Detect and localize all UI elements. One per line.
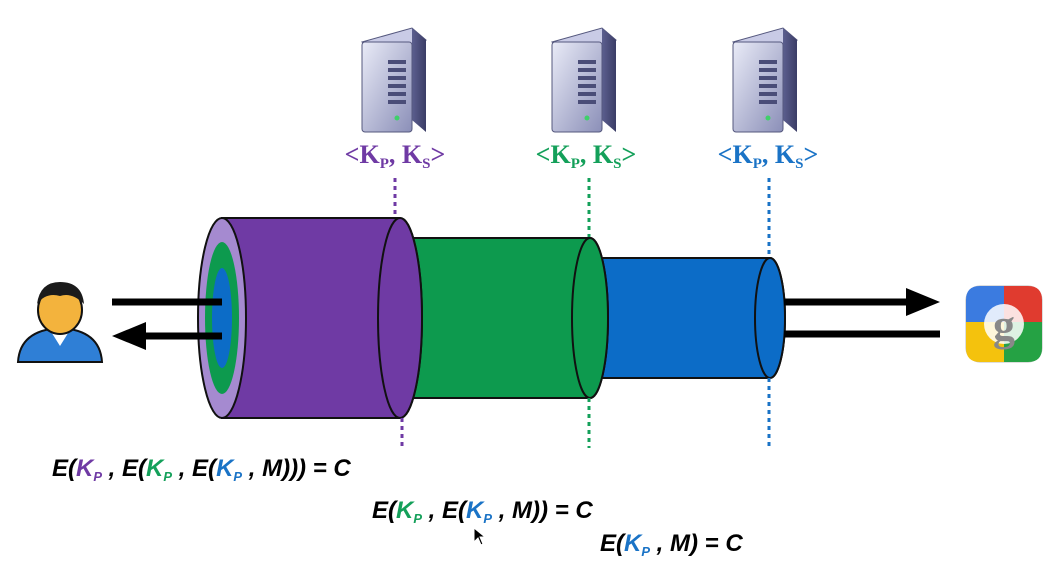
formula-middle-key-1-letter: K	[396, 497, 414, 524]
google-logo-icon: g	[965, 285, 1043, 363]
server-icon-2	[551, 27, 617, 133]
relay-2-sep: ,	[579, 140, 593, 169]
relay-1-key-text: <KP, KS>	[344, 140, 446, 172]
formula-middle-text-1: E(	[372, 497, 396, 524]
relay-3-sep: ,	[761, 140, 775, 169]
relay-2-open: <	[535, 140, 551, 169]
relay-1-keys: <KP, KS>	[330, 140, 460, 173]
formula-inner-text-1: E(	[600, 530, 624, 557]
formula-inner-key-1-sub: P	[641, 544, 651, 559]
relay-2-keys: <KP, KS>	[521, 140, 651, 173]
relay-3-pub-letter: K	[732, 140, 753, 169]
svg-text:g: g	[993, 301, 1015, 350]
arrow-head-left-icon	[112, 322, 146, 350]
formula-outer-text-3: , E(	[172, 455, 217, 482]
formula-outer-key-3-letter: K	[216, 455, 234, 482]
relay-1-sec-sub: S	[422, 156, 431, 172]
formula-outer-key-2: KP	[146, 455, 173, 484]
formula-middle-text-3: , M)) = C	[492, 497, 593, 524]
relay-1-close: >	[430, 140, 446, 169]
relay-2-close: >	[621, 140, 637, 169]
formula-middle-key-1: KP	[396, 497, 423, 526]
relay-3-sec-sub: S	[795, 156, 804, 172]
purple-layer	[197, 217, 423, 419]
relay-1-pub-letter: K	[359, 140, 380, 169]
formula-outer-text-1: E(	[52, 455, 76, 482]
relay-1-sec-letter: K	[401, 140, 423, 169]
formula-outer-key-1-sub: P	[93, 469, 103, 484]
formula-middle-key-2-sub: P	[483, 511, 493, 526]
formula-inner-key-1: KP	[624, 530, 651, 559]
formula-outer-key-1: KP	[76, 455, 103, 484]
formula-middle-key-2-letter: K	[466, 497, 484, 524]
formula-outer-key-1-letter: K	[76, 455, 94, 482]
relay-2-sec-letter: K	[592, 140, 614, 169]
formula-outer-key-3-sub: P	[233, 469, 243, 484]
formula-inner: E(KP , M) = C	[600, 530, 743, 559]
formula-inner-text-2: , M) = C	[650, 530, 743, 557]
formula-outer-text-4: , M))) = C	[242, 455, 351, 482]
server-icon-3	[732, 27, 798, 133]
relay-1-sep: ,	[388, 140, 402, 169]
relay-3-open: <	[717, 140, 733, 169]
relay-2-pub-sub: P	[570, 156, 580, 172]
arrow-head-right-icon	[906, 288, 940, 316]
relay-1-open: <	[344, 140, 360, 169]
relay-3-close: >	[803, 140, 819, 169]
relay-3-pub-sub: P	[752, 156, 762, 172]
relay-3-key-text: <KP, KS>	[717, 140, 819, 172]
formula-middle: E(KP , E(KP , M)) = C	[372, 497, 593, 526]
blue-layer	[589, 257, 786, 379]
relay-2-key-text: <KP, KS>	[535, 140, 637, 172]
right-arrows	[784, 288, 940, 338]
formula-outer-text-2: , E(	[102, 455, 147, 482]
left-arrows	[112, 298, 222, 350]
green-layer	[404, 237, 609, 399]
formula-outer-key-2-sub: P	[163, 469, 173, 484]
formula-middle-key-2: KP	[466, 497, 493, 526]
formula-outer: E(KP , E(KP , E(KP , M))) = C	[52, 455, 351, 484]
relay-3-sec-letter: K	[774, 140, 796, 169]
mouse-cursor-icon	[473, 527, 487, 546]
formula-outer-key-3: KP	[216, 455, 243, 484]
formula-outer-key-2-letter: K	[146, 455, 164, 482]
formula-middle-key-1-sub: P	[413, 511, 423, 526]
relay-1-pub-sub: P	[379, 156, 389, 172]
relay-3-keys: <KP, KS>	[703, 140, 833, 173]
formula-middle-text-2: , E(	[422, 497, 467, 524]
formula-inner-key-1-letter: K	[624, 530, 642, 557]
relay-2-pub-letter: K	[550, 140, 571, 169]
relay-2-sec-sub: S	[613, 156, 622, 172]
server-icon-1	[361, 27, 427, 133]
user-icon	[16, 282, 104, 363]
